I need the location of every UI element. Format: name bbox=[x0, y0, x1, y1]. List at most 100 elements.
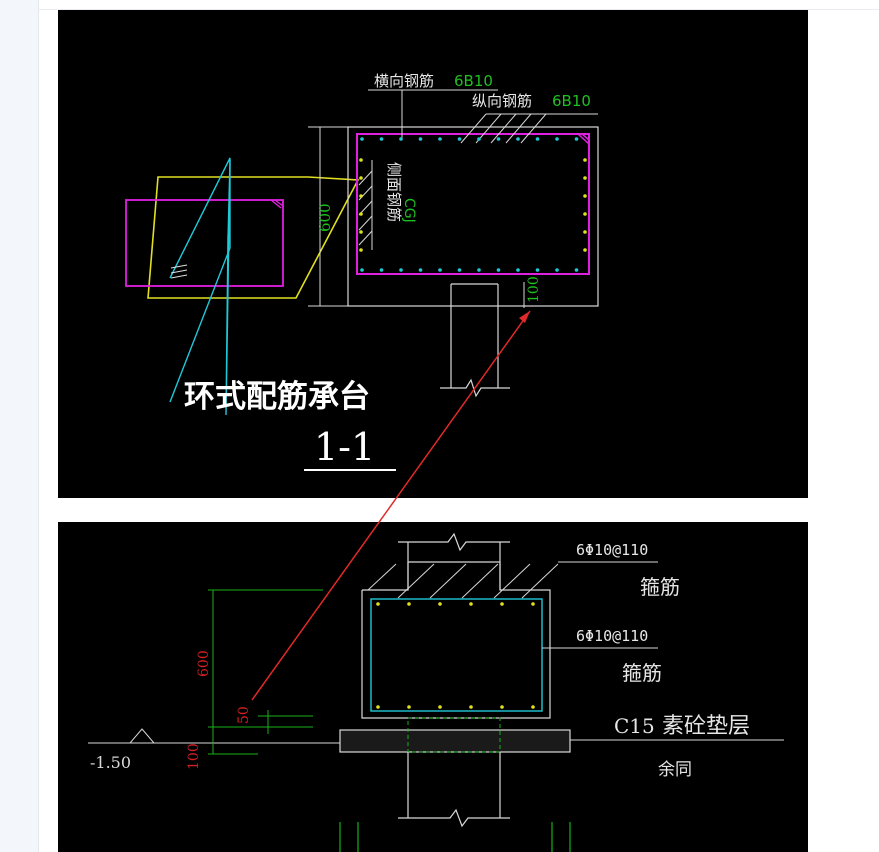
left-sidebar-rail bbox=[0, 0, 39, 852]
cad-image-section-1-1[interactable]: 600 100 横向钢筋 6B10 纵向钢筋 6B10 侧面钢筋 CGJ 环式配… bbox=[58, 10, 808, 498]
perspective-hook-3 bbox=[170, 274, 188, 279]
section-mark: 1-1 bbox=[314, 425, 375, 469]
rebar-dot-top bbox=[555, 137, 559, 141]
rebar-dot-top bbox=[379, 137, 384, 141]
perspective-slab-outline bbox=[147, 176, 360, 299]
rebar-dot-left bbox=[359, 158, 363, 162]
rebar-dot-top bbox=[574, 137, 579, 141]
stirrup-cage bbox=[370, 598, 543, 712]
rebar-dot-right bbox=[583, 248, 587, 252]
label-longitudinal: 纵向钢筋 bbox=[472, 92, 532, 110]
rebar-dot-top bbox=[500, 602, 504, 606]
rebar-dot-bottom bbox=[496, 268, 501, 272]
rebar-dot-top bbox=[360, 137, 364, 141]
rebar-dot-right bbox=[583, 230, 587, 234]
label-side-code: CGJ bbox=[401, 198, 417, 223]
rebar-dot-bottom bbox=[438, 268, 442, 272]
rebar-dot-bottom bbox=[477, 268, 481, 272]
top-hatch-4 bbox=[461, 563, 499, 599]
pile-break-line bbox=[398, 808, 510, 828]
drawing-title: 环式配筋承台 bbox=[184, 379, 370, 415]
rebar-dot-right bbox=[583, 212, 587, 216]
rebar-dot-bottom bbox=[438, 705, 442, 709]
perspective-corner-tick-1 bbox=[270, 199, 282, 209]
rebar-dot-top bbox=[531, 602, 535, 606]
cushion-label: 素砼垫层 bbox=[662, 714, 750, 739]
elevation-text: -1.50 bbox=[90, 753, 131, 772]
rebar-dot-top bbox=[516, 137, 520, 141]
leader-hatch-1 bbox=[460, 113, 487, 144]
rebar-dot-left bbox=[359, 230, 363, 234]
rebar-dot-top bbox=[535, 137, 540, 141]
cap-outline bbox=[361, 561, 551, 719]
rebar-dot-bottom bbox=[469, 705, 473, 709]
rebar-dot-right bbox=[583, 194, 587, 198]
top-hatch-1 bbox=[367, 563, 397, 591]
rebar-dot-left bbox=[359, 248, 363, 252]
perspective-hook-1 bbox=[170, 264, 188, 269]
stirrup-spec-1: 6Φ10@110 bbox=[576, 541, 648, 559]
perspective-cage-rect bbox=[125, 199, 284, 287]
perspective-cut-plane-edge bbox=[169, 157, 231, 403]
rebar-dot-top bbox=[438, 137, 442, 141]
cap-outline bbox=[347, 126, 599, 307]
stirrup-cage bbox=[356, 133, 590, 275]
rebar-dot-bottom bbox=[500, 705, 504, 709]
leader-hatch-4 bbox=[505, 113, 532, 144]
rebar-dot-bottom bbox=[555, 268, 559, 272]
rebar-dot-top bbox=[496, 137, 501, 141]
side-leader-5 bbox=[358, 230, 373, 246]
top-bar-dots bbox=[359, 137, 587, 272]
leader-hatch-5 bbox=[520, 113, 547, 144]
leader-hatch-3 bbox=[490, 113, 517, 144]
rebar-dot-bottom bbox=[516, 268, 520, 272]
cad-image-detail[interactable]: -1.50 600 50 100 6Φ10@110 箍筋 6Φ10@110 箍筋… bbox=[58, 522, 808, 852]
dim-height-text: 600 bbox=[316, 203, 334, 232]
rebar-dot-bottom bbox=[379, 268, 384, 272]
rebar-dot-bottom bbox=[360, 268, 364, 272]
top-hatch-2 bbox=[397, 563, 435, 599]
top-drawing-svg: 600 100 横向钢筋 6B10 纵向钢筋 6B10 侧面钢筋 CGJ 环式配… bbox=[125, 72, 599, 471]
dim-100-text: 100 bbox=[186, 743, 202, 770]
rebar-dot-left bbox=[359, 176, 363, 180]
rebar-dot-bottom bbox=[531, 705, 535, 709]
rebar-dot-bottom bbox=[574, 268, 579, 272]
rebar-dot-right bbox=[583, 158, 587, 162]
rebar-dot-top bbox=[469, 602, 473, 606]
rebar-dot-bottom bbox=[407, 705, 411, 709]
elevation-triangle bbox=[128, 728, 156, 744]
bottom-drawing-svg: -1.50 600 50 100 6Φ10@110 箍筋 6Φ10@110 箍筋… bbox=[88, 532, 784, 852]
rebar-dot-left bbox=[359, 212, 363, 216]
rebar-dot-top bbox=[477, 137, 481, 141]
top-hatch-3 bbox=[429, 563, 467, 599]
pile-dashed-outline bbox=[407, 717, 501, 753]
cage-hook-top-right-2 bbox=[581, 133, 590, 141]
rebar-dot-bottom bbox=[457, 268, 462, 272]
label-side-bars: 侧面钢筋 bbox=[385, 162, 403, 222]
dim-50-text: 50 bbox=[236, 706, 252, 724]
top-hatch-6 bbox=[521, 563, 559, 599]
cushion-layer bbox=[339, 729, 571, 753]
stirrup-spec-2: 6Φ10@110 bbox=[576, 627, 648, 645]
rebar-dot-bottom bbox=[418, 268, 423, 272]
rebar-dot-top bbox=[418, 137, 423, 141]
rebar-dot-top bbox=[407, 602, 411, 606]
rebar-dot-top bbox=[376, 602, 380, 606]
side-leader-2 bbox=[358, 185, 373, 201]
label-transverse-spec: 6B10 bbox=[454, 72, 493, 90]
dim-pad-text: 100 bbox=[526, 276, 542, 303]
perspective-corner-tick-2 bbox=[274, 199, 284, 207]
top-divider bbox=[38, 9, 879, 10]
label-longitudinal-spec: 6B10 bbox=[552, 92, 591, 110]
rebar-dot-top bbox=[399, 137, 403, 141]
rebar-dot-bottom bbox=[376, 705, 380, 709]
column-break-line bbox=[398, 532, 510, 552]
perspective-hook-2 bbox=[170, 269, 188, 274]
rebar-dot-bottom bbox=[399, 268, 403, 272]
rebar-dot-top bbox=[457, 137, 462, 141]
cushion-grade: C15 bbox=[614, 714, 655, 738]
side-leader-4 bbox=[358, 215, 373, 231]
stirrup-label-2: 箍筋 bbox=[622, 661, 662, 685]
rebar-dot-left bbox=[359, 194, 363, 198]
side-leader-1 bbox=[358, 170, 373, 186]
